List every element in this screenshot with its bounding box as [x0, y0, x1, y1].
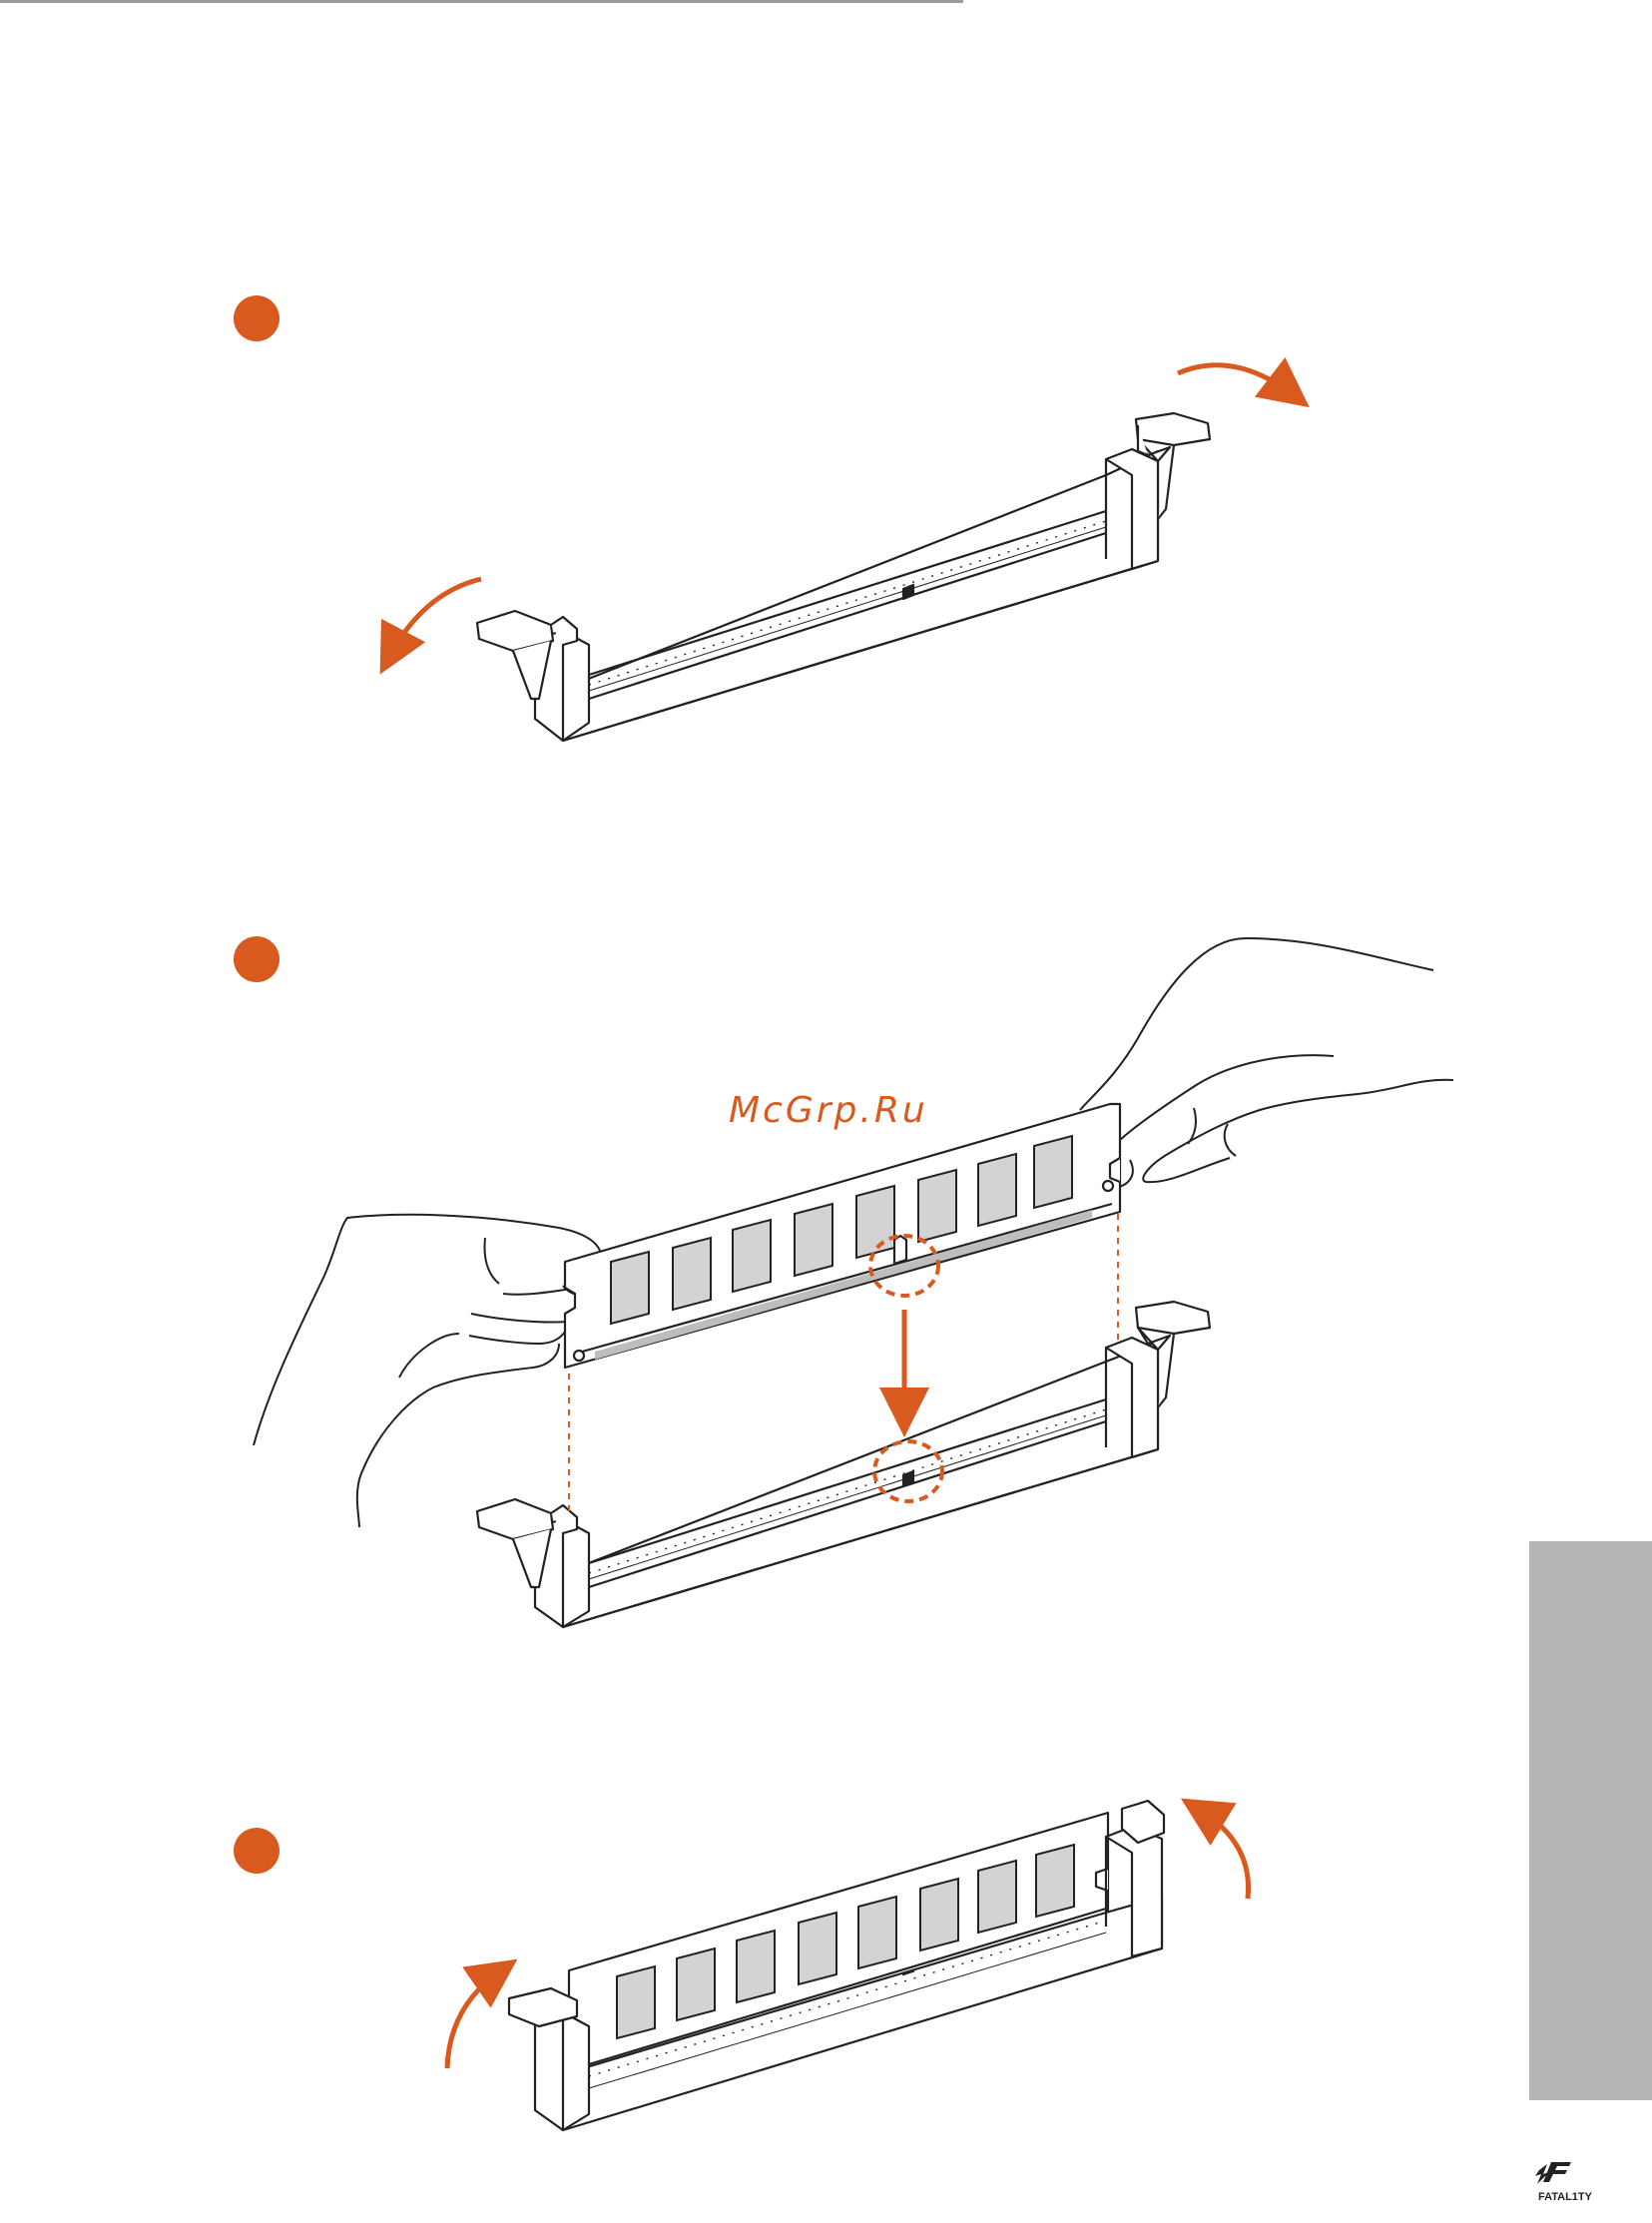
step-3-left-arrow	[447, 1970, 501, 2068]
left-hand	[254, 1215, 606, 1527]
step-1-slot	[535, 449, 1158, 741]
svg-text:FATAL1TY: FATAL1TY	[1538, 2191, 1593, 2203]
side-tab	[1529, 1541, 1652, 2100]
step-1-right-arrow	[1178, 365, 1294, 395]
step-3-right-arrow	[1198, 1809, 1249, 1899]
right-hand	[1080, 938, 1453, 1188]
step-1-left-arrow	[389, 579, 481, 657]
fatal1ty-logo: FATAL1TY	[1513, 2156, 1617, 2206]
step-2-slot	[535, 1338, 1158, 1627]
memory-module	[565, 1104, 1120, 1368]
watermark: McGrp.Ru	[729, 1090, 928, 1131]
